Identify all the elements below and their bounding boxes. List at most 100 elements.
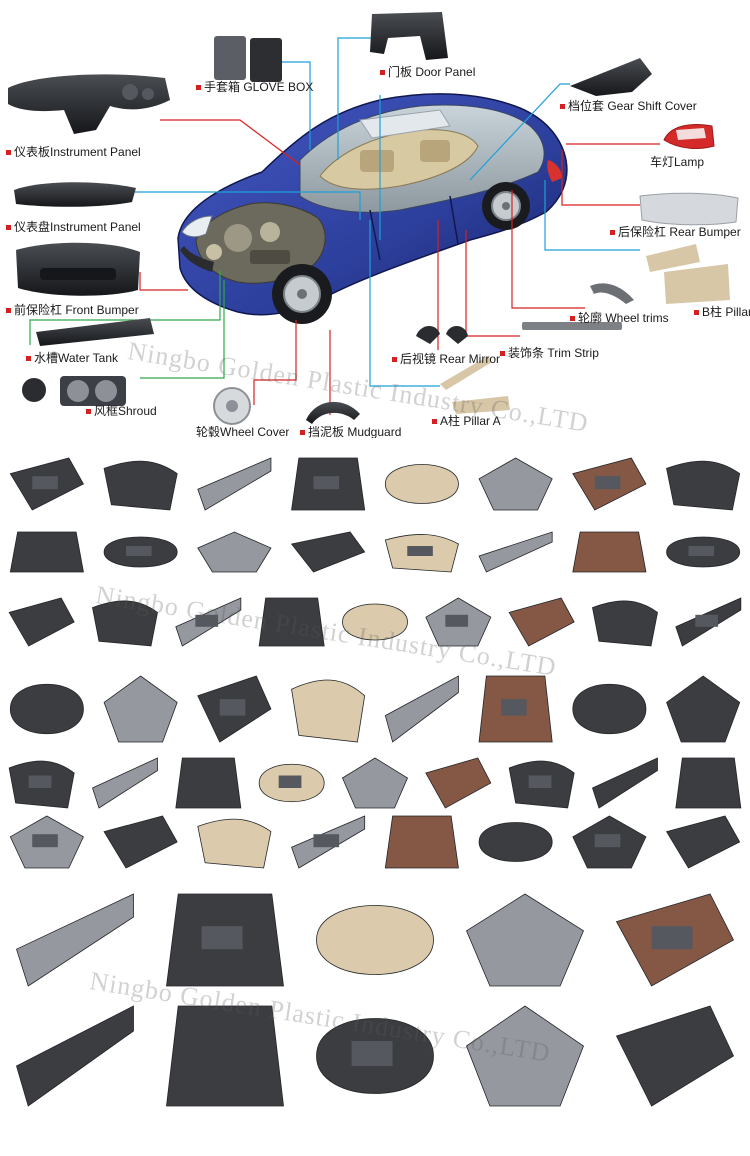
- label-instrument-panel-2: 仪表盘Instrument Panel: [6, 220, 141, 234]
- part-detail: [28, 775, 52, 788]
- part-image: [197, 818, 272, 869]
- part-detail: [407, 546, 433, 556]
- part-detail: [201, 926, 243, 950]
- instrument-panel-image: [8, 74, 170, 134]
- part-image: [341, 757, 409, 809]
- part-image: [572, 531, 647, 573]
- part-image: [258, 597, 325, 647]
- label-water-tank: 水槽Water Tank: [26, 351, 118, 365]
- label-b-pillar: B柱 Pillar: [694, 305, 750, 319]
- part-image: [9, 531, 84, 573]
- part-image: [478, 457, 553, 511]
- part-image: [592, 757, 658, 809]
- part-image: [666, 675, 741, 743]
- part-image: [342, 603, 408, 641]
- part-image: [16, 1005, 134, 1107]
- label-door-panel: 门板 Door Panel: [380, 65, 475, 79]
- door-panel-image: [370, 12, 448, 60]
- label-instrument-panel-1: 仪表板Instrument Panel: [6, 145, 141, 159]
- a-pillar-image: [440, 356, 510, 414]
- wheel-trims-image: [590, 283, 634, 304]
- part-image: [666, 460, 741, 511]
- part-image: [92, 600, 158, 647]
- parts-gallery: [8, 457, 742, 1107]
- part-detail: [594, 476, 621, 490]
- wheel-cover-image: [213, 387, 251, 425]
- part-image: [103, 815, 178, 869]
- glove-box-image: [214, 36, 282, 82]
- part-detail: [278, 775, 302, 788]
- label-lamp: 车灯Lamp: [650, 155, 705, 169]
- part-detail: [313, 476, 340, 490]
- part-image: [466, 1005, 584, 1107]
- rear-bumper-image: [639, 192, 739, 226]
- rear-wheel: [482, 182, 530, 230]
- mudguard-image: [306, 401, 360, 424]
- part-image: [675, 757, 742, 809]
- shroud-image: [22, 376, 126, 406]
- part-detail: [651, 926, 693, 950]
- part-image: [384, 464, 459, 504]
- part-image: [316, 905, 434, 975]
- part-detail: [195, 614, 219, 627]
- part-detail: [445, 614, 469, 627]
- trim-strip-image: [522, 322, 622, 330]
- label-front-bumper: 前保险杠 Front Bumper: [6, 303, 139, 317]
- part-detail: [688, 546, 715, 556]
- part-image: [197, 457, 272, 511]
- part-image: [592, 600, 658, 647]
- part-image: [478, 531, 553, 573]
- part-detail: [32, 476, 58, 490]
- lamp-image: [663, 124, 715, 149]
- part-image: [615, 1005, 735, 1107]
- part-image: [478, 822, 553, 862]
- part-detail: [313, 834, 340, 848]
- part-detail: [695, 614, 719, 627]
- part-image: [508, 597, 575, 647]
- part-detail: [594, 834, 621, 848]
- part-image: [103, 460, 178, 511]
- front-wheel: [272, 264, 332, 324]
- rear-mirror-image: [416, 325, 468, 344]
- part-image: [175, 757, 242, 809]
- part-image: [290, 531, 366, 573]
- part-image: [92, 757, 158, 809]
- part-image: [665, 815, 741, 869]
- part-image: [103, 675, 178, 743]
- label-wheel-cover: 轮毂Wheel Cover: [196, 426, 290, 438]
- gear-shift-cover-image: [570, 58, 652, 96]
- water-tank-image: [36, 318, 154, 346]
- label-rear-bumper: 后保险杠 Rear Bumper: [610, 225, 741, 239]
- part-image: [425, 757, 492, 809]
- label-gear-shift-cover: 档位套 Gear Shift Cover: [560, 99, 697, 113]
- label-wheel-trims: 轮廓 Wheel trims: [570, 311, 669, 325]
- part-image: [384, 815, 459, 869]
- part-detail: [528, 775, 552, 788]
- front-bumper-image: [16, 242, 140, 296]
- part-image: [291, 679, 366, 743]
- car-diagram: [8, 12, 739, 425]
- part-detail: [126, 546, 152, 556]
- car-illustration: [177, 93, 568, 324]
- label-glove-box: 手套箱 GLOVE BOX: [196, 80, 313, 94]
- label-rear-mirror: 后视镜 Rear Mirror: [392, 352, 500, 366]
- label-a-pillar: A柱 Pillar A: [432, 414, 501, 428]
- label-mudguard: 挡泥板 Mudguard: [300, 426, 401, 438]
- b-pillar-image: [646, 244, 730, 304]
- part-detail: [501, 699, 527, 716]
- part-image: [197, 531, 272, 573]
- part-image: [166, 1005, 284, 1107]
- label-shroud: 风框Shroud: [86, 404, 157, 418]
- part-image: [16, 893, 134, 987]
- part-detail: [219, 699, 246, 716]
- part-image: [8, 597, 75, 647]
- part-image: [465, 893, 585, 987]
- part-image: [572, 683, 647, 735]
- instrument-panel-2-image: [14, 182, 136, 207]
- part-detail: [351, 1041, 393, 1066]
- part-detail: [32, 834, 58, 848]
- label-trim-strip: 装饰条 Trim Strip: [500, 346, 599, 360]
- part-image: [384, 675, 459, 743]
- part-image: [9, 683, 84, 735]
